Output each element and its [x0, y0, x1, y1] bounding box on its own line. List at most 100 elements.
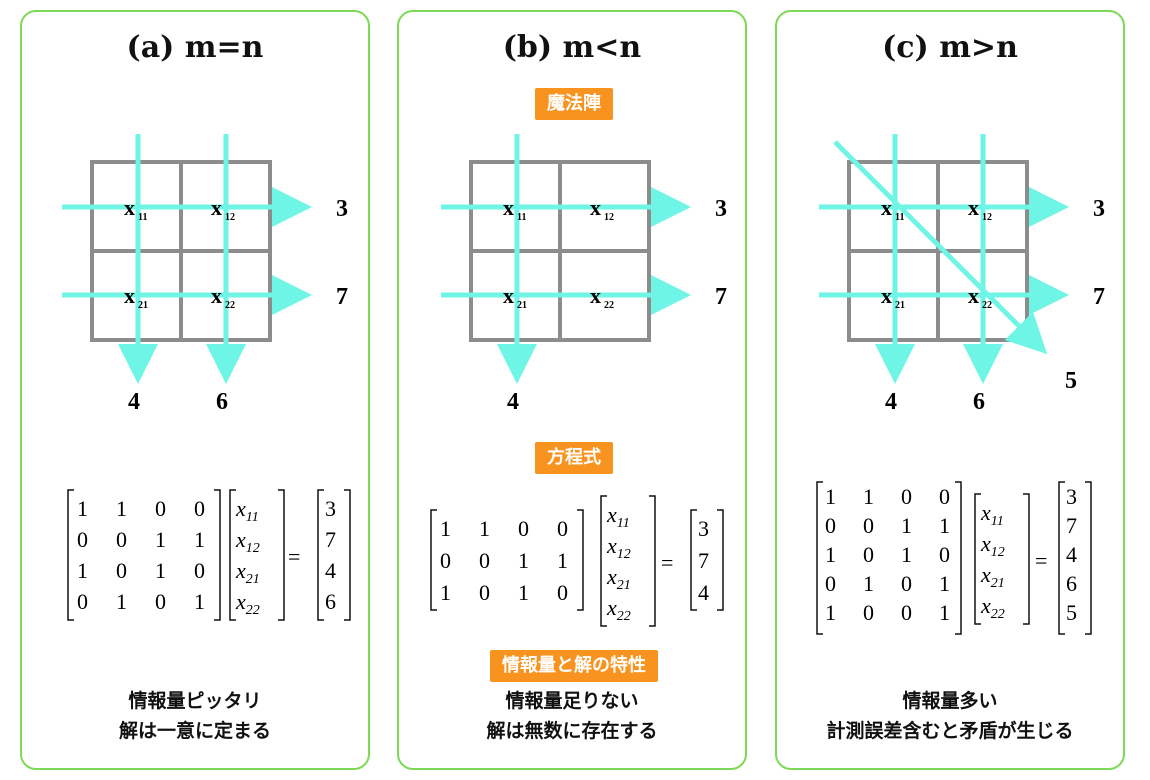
- svg-text:x11: x11: [235, 496, 259, 525]
- svg-text:x21: x21: [235, 558, 260, 587]
- panel-b-title: (b) m<n: [502, 30, 642, 65]
- svg-text:0: 0: [440, 548, 451, 573]
- col2-sum: 6: [216, 389, 228, 415]
- svg-text:1: 1: [901, 513, 912, 538]
- svg-text:1: 1: [557, 548, 568, 573]
- svg-text:1: 1: [825, 600, 836, 625]
- svg-text:0: 0: [825, 571, 836, 596]
- svg-text:1: 1: [440, 580, 451, 605]
- col1-sum: 4: [507, 389, 519, 415]
- svg-text:1: 1: [863, 571, 874, 596]
- x12-label: x: [211, 195, 222, 220]
- svg-text:1: 1: [77, 496, 88, 521]
- diag-arrow: [833, 140, 1048, 355]
- row1-sum: 3: [715, 196, 727, 222]
- svg-text:11: 11: [138, 212, 147, 223]
- row2-sum: 7: [336, 284, 348, 310]
- x11-label: x: [124, 195, 135, 220]
- svg-text:x: x: [590, 283, 601, 308]
- svg-text:x: x: [881, 283, 892, 308]
- row1-sum: 3: [1093, 196, 1105, 222]
- svg-text:0: 0: [901, 600, 912, 625]
- svg-text:x: x: [968, 283, 979, 308]
- diag-sum: 5: [1065, 368, 1077, 394]
- svg-text:0: 0: [155, 589, 166, 614]
- svg-text:3: 3: [325, 496, 336, 521]
- svg-text:0: 0: [863, 513, 874, 538]
- svg-text:1: 1: [440, 516, 451, 541]
- svg-text:0: 0: [116, 527, 127, 552]
- svg-text:0: 0: [194, 558, 205, 583]
- svg-text:6: 6: [325, 589, 336, 614]
- svg-text:=: =: [661, 550, 673, 575]
- svg-text:4: 4: [698, 580, 709, 605]
- svg-text:x22: x22: [980, 593, 1005, 622]
- x21-label: x: [124, 283, 135, 308]
- svg-text:0: 0: [116, 558, 127, 583]
- svg-text:x: x: [881, 195, 892, 220]
- svg-text:x: x: [590, 195, 601, 220]
- svg-text:1: 1: [155, 558, 166, 583]
- svg-text:1: 1: [155, 527, 166, 552]
- row1-sum: 3: [336, 196, 348, 222]
- svg-text:0: 0: [939, 484, 950, 509]
- svg-text:0: 0: [479, 548, 490, 573]
- svg-text:0: 0: [155, 496, 166, 521]
- svg-text:11: 11: [517, 212, 526, 223]
- svg-text:1: 1: [518, 580, 529, 605]
- svg-text:x: x: [503, 283, 514, 308]
- svg-text:0: 0: [863, 600, 874, 625]
- svg-text:1: 1: [863, 484, 874, 509]
- x22-label: x: [211, 283, 222, 308]
- svg-text:21: 21: [138, 300, 148, 311]
- panel-a: (a) m=n x 11 x 12 x 21 x 22 3 7 4 6: [20, 10, 370, 770]
- svg-text:7: 7: [698, 548, 709, 573]
- svg-text:22: 22: [225, 300, 235, 311]
- panel-c-title: (c) m>n: [882, 30, 1018, 65]
- col1-sum: 4: [885, 389, 897, 415]
- tag-info-solution: 情報量と解の特性: [490, 650, 658, 682]
- svg-text:3: 3: [698, 516, 709, 541]
- svg-text:1: 1: [939, 571, 950, 596]
- svg-text:x12: x12: [980, 531, 1005, 560]
- svg-text:3: 3: [1066, 484, 1077, 509]
- svg-text:22: 22: [982, 300, 992, 311]
- svg-text:0: 0: [863, 542, 874, 567]
- panel-b-caption-2: 解は無数に存在する: [486, 720, 658, 742]
- svg-text:1: 1: [825, 542, 836, 567]
- svg-text:22: 22: [604, 300, 614, 311]
- panel-a-caption-2: 解は一意に定まる: [118, 720, 271, 742]
- svg-text:1: 1: [939, 600, 950, 625]
- svg-text:x: x: [968, 195, 979, 220]
- svg-text:=: =: [288, 544, 300, 569]
- svg-text:5: 5: [1066, 600, 1077, 625]
- svg-text:6: 6: [1066, 571, 1077, 596]
- svg-text:4: 4: [1066, 542, 1077, 567]
- svg-text:0: 0: [901, 484, 912, 509]
- svg-text:0: 0: [518, 516, 529, 541]
- panel-c-caption-2: 計測誤差含むと矛盾が生じる: [826, 720, 1074, 742]
- svg-text:0: 0: [825, 513, 836, 538]
- svg-text:1: 1: [479, 516, 490, 541]
- col2-sum: 6: [973, 389, 985, 415]
- svg-text:x11: x11: [980, 500, 1004, 529]
- svg-text:x: x: [503, 195, 514, 220]
- svg-text:21: 21: [895, 300, 905, 311]
- svg-text:x22: x22: [235, 589, 260, 618]
- svg-text:x12: x12: [606, 533, 631, 562]
- svg-text:1: 1: [194, 589, 205, 614]
- row2-sum: 7: [715, 284, 727, 310]
- col1-sum: 4: [128, 389, 140, 415]
- svg-text:21: 21: [517, 300, 527, 311]
- svg-text:1: 1: [194, 527, 205, 552]
- panel-c-caption-1: 情報量多い: [902, 690, 998, 712]
- svg-text:0: 0: [939, 542, 950, 567]
- svg-text:12: 12: [225, 212, 235, 223]
- svg-text:=: =: [1035, 548, 1047, 573]
- svg-text:12: 12: [982, 212, 992, 223]
